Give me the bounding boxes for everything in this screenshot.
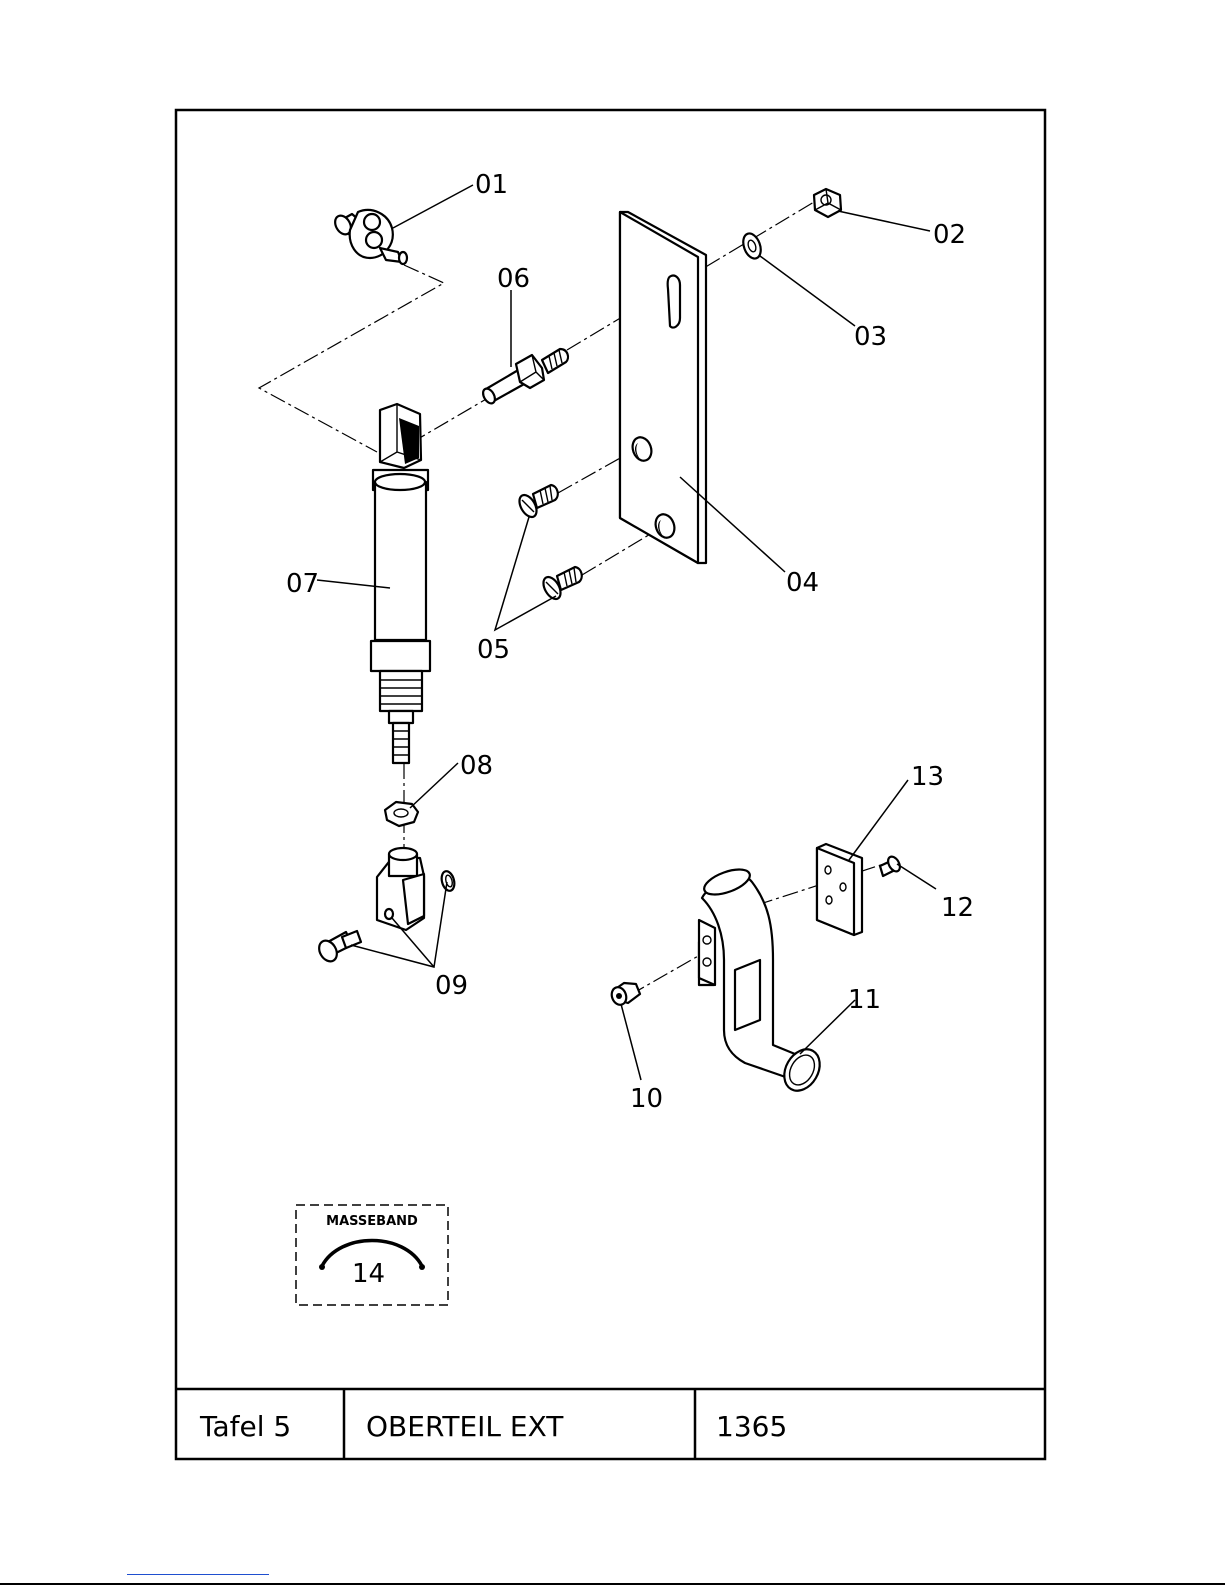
- part-10-cap-screw: [609, 983, 640, 1007]
- part-02-hex-nut: [814, 189, 841, 217]
- part-13-small-plate: [817, 844, 862, 935]
- callout-04: 04: [786, 568, 819, 598]
- part-06-stud-bolt: [481, 349, 568, 405]
- callout-08: 08: [460, 751, 493, 781]
- masseband-label: MASSEBAND: [326, 1214, 418, 1229]
- callout-07: 07: [286, 569, 319, 599]
- callout-09: 09: [435, 971, 468, 1001]
- callout-03: 03: [854, 322, 887, 352]
- callout-11: 11: [848, 985, 881, 1015]
- part-09-clip: [440, 870, 457, 892]
- callout-06: 06: [497, 264, 530, 294]
- page-link-underline: [127, 1574, 269, 1575]
- callout-12: 12: [941, 893, 974, 923]
- callout-14: 14: [352, 1259, 385, 1289]
- drawing-code: 1365: [716, 1410, 787, 1443]
- part-09-pin: [316, 931, 361, 965]
- part-04-plate: [620, 212, 706, 563]
- callout-13: 13: [911, 762, 944, 792]
- part-07-cylinder: [371, 404, 430, 763]
- callout-10: 10: [630, 1084, 663, 1114]
- callout-01: 01: [475, 170, 508, 200]
- part-01-fitting: [332, 210, 407, 264]
- title-block: Tafel 5 OBERTEIL EXT 1365: [176, 1389, 1045, 1459]
- callout-02: 02: [933, 220, 966, 250]
- assembly-axes: [259, 202, 890, 995]
- masseband-inset: MASSEBAND 14: [296, 1205, 448, 1305]
- assembly-name: OBERTEIL EXT: [366, 1410, 564, 1443]
- callout-05: 05: [477, 635, 510, 665]
- part-09-clevis: [377, 848, 424, 930]
- part-11-bent-tube: [699, 864, 827, 1097]
- part-05-screw-lower: [540, 567, 582, 602]
- plate-number: Tafel 5: [199, 1410, 291, 1443]
- part-05-screw-upper: [516, 485, 558, 520]
